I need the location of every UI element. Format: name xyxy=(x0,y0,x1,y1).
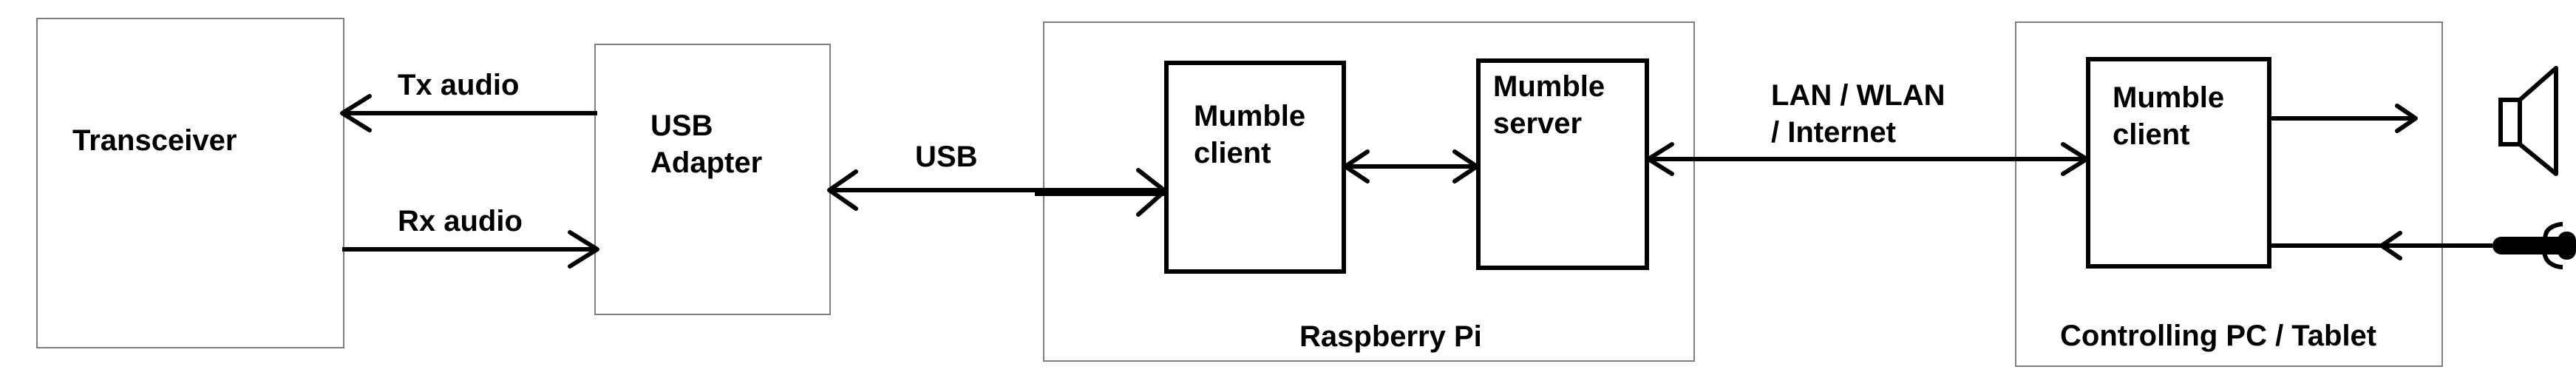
usb-adapter-label-line1: USB xyxy=(650,109,713,142)
pc-client-label-line2: client xyxy=(2113,118,2189,151)
usb-link-arrow xyxy=(827,168,1167,217)
transceiver-label: Transceiver xyxy=(72,124,237,157)
rx-audio-arrow xyxy=(342,230,599,269)
usb-link-label: USB xyxy=(915,141,977,173)
pi-server-label-line1: Mumble xyxy=(1493,70,1605,103)
client-server-arrow xyxy=(1343,149,1479,183)
pc-mumble-client-box xyxy=(2086,57,2271,269)
tx-audio-label: Tx audio xyxy=(398,69,519,101)
usb-adapter-label-line2: Adapter xyxy=(650,146,762,179)
tx-audio-arrow xyxy=(340,94,597,132)
rx-audio-label: Rx audio xyxy=(398,205,523,237)
speaker-icon xyxy=(2498,66,2558,176)
pi-mumble-client-box xyxy=(1164,61,1346,274)
network-link-arrow xyxy=(1646,142,2089,176)
pc-client-label-line1: Mumble xyxy=(2113,81,2224,114)
network-label-line1: LAN / WLAN xyxy=(1771,79,1945,112)
pi-mumble-server-box xyxy=(1476,58,1649,270)
transceiver-box xyxy=(36,18,344,348)
pi-client-label-line2: client xyxy=(1194,137,1271,169)
pi-server-label-line2: server xyxy=(1493,107,1582,140)
usb-adapter-box xyxy=(594,44,831,315)
network-label-line2: / Internet xyxy=(1771,116,1896,149)
pi-client-label-line1: Mumble xyxy=(1194,100,1305,132)
controlling-pc-label: Controlling PC / Tablet xyxy=(2060,320,2376,352)
speaker-output-arrow xyxy=(2271,104,2418,133)
microphone-icon xyxy=(2492,222,2576,269)
raspberry-pi-label: Raspberry Pi xyxy=(1299,320,1482,353)
microphone-input-arrow xyxy=(2271,231,2492,260)
